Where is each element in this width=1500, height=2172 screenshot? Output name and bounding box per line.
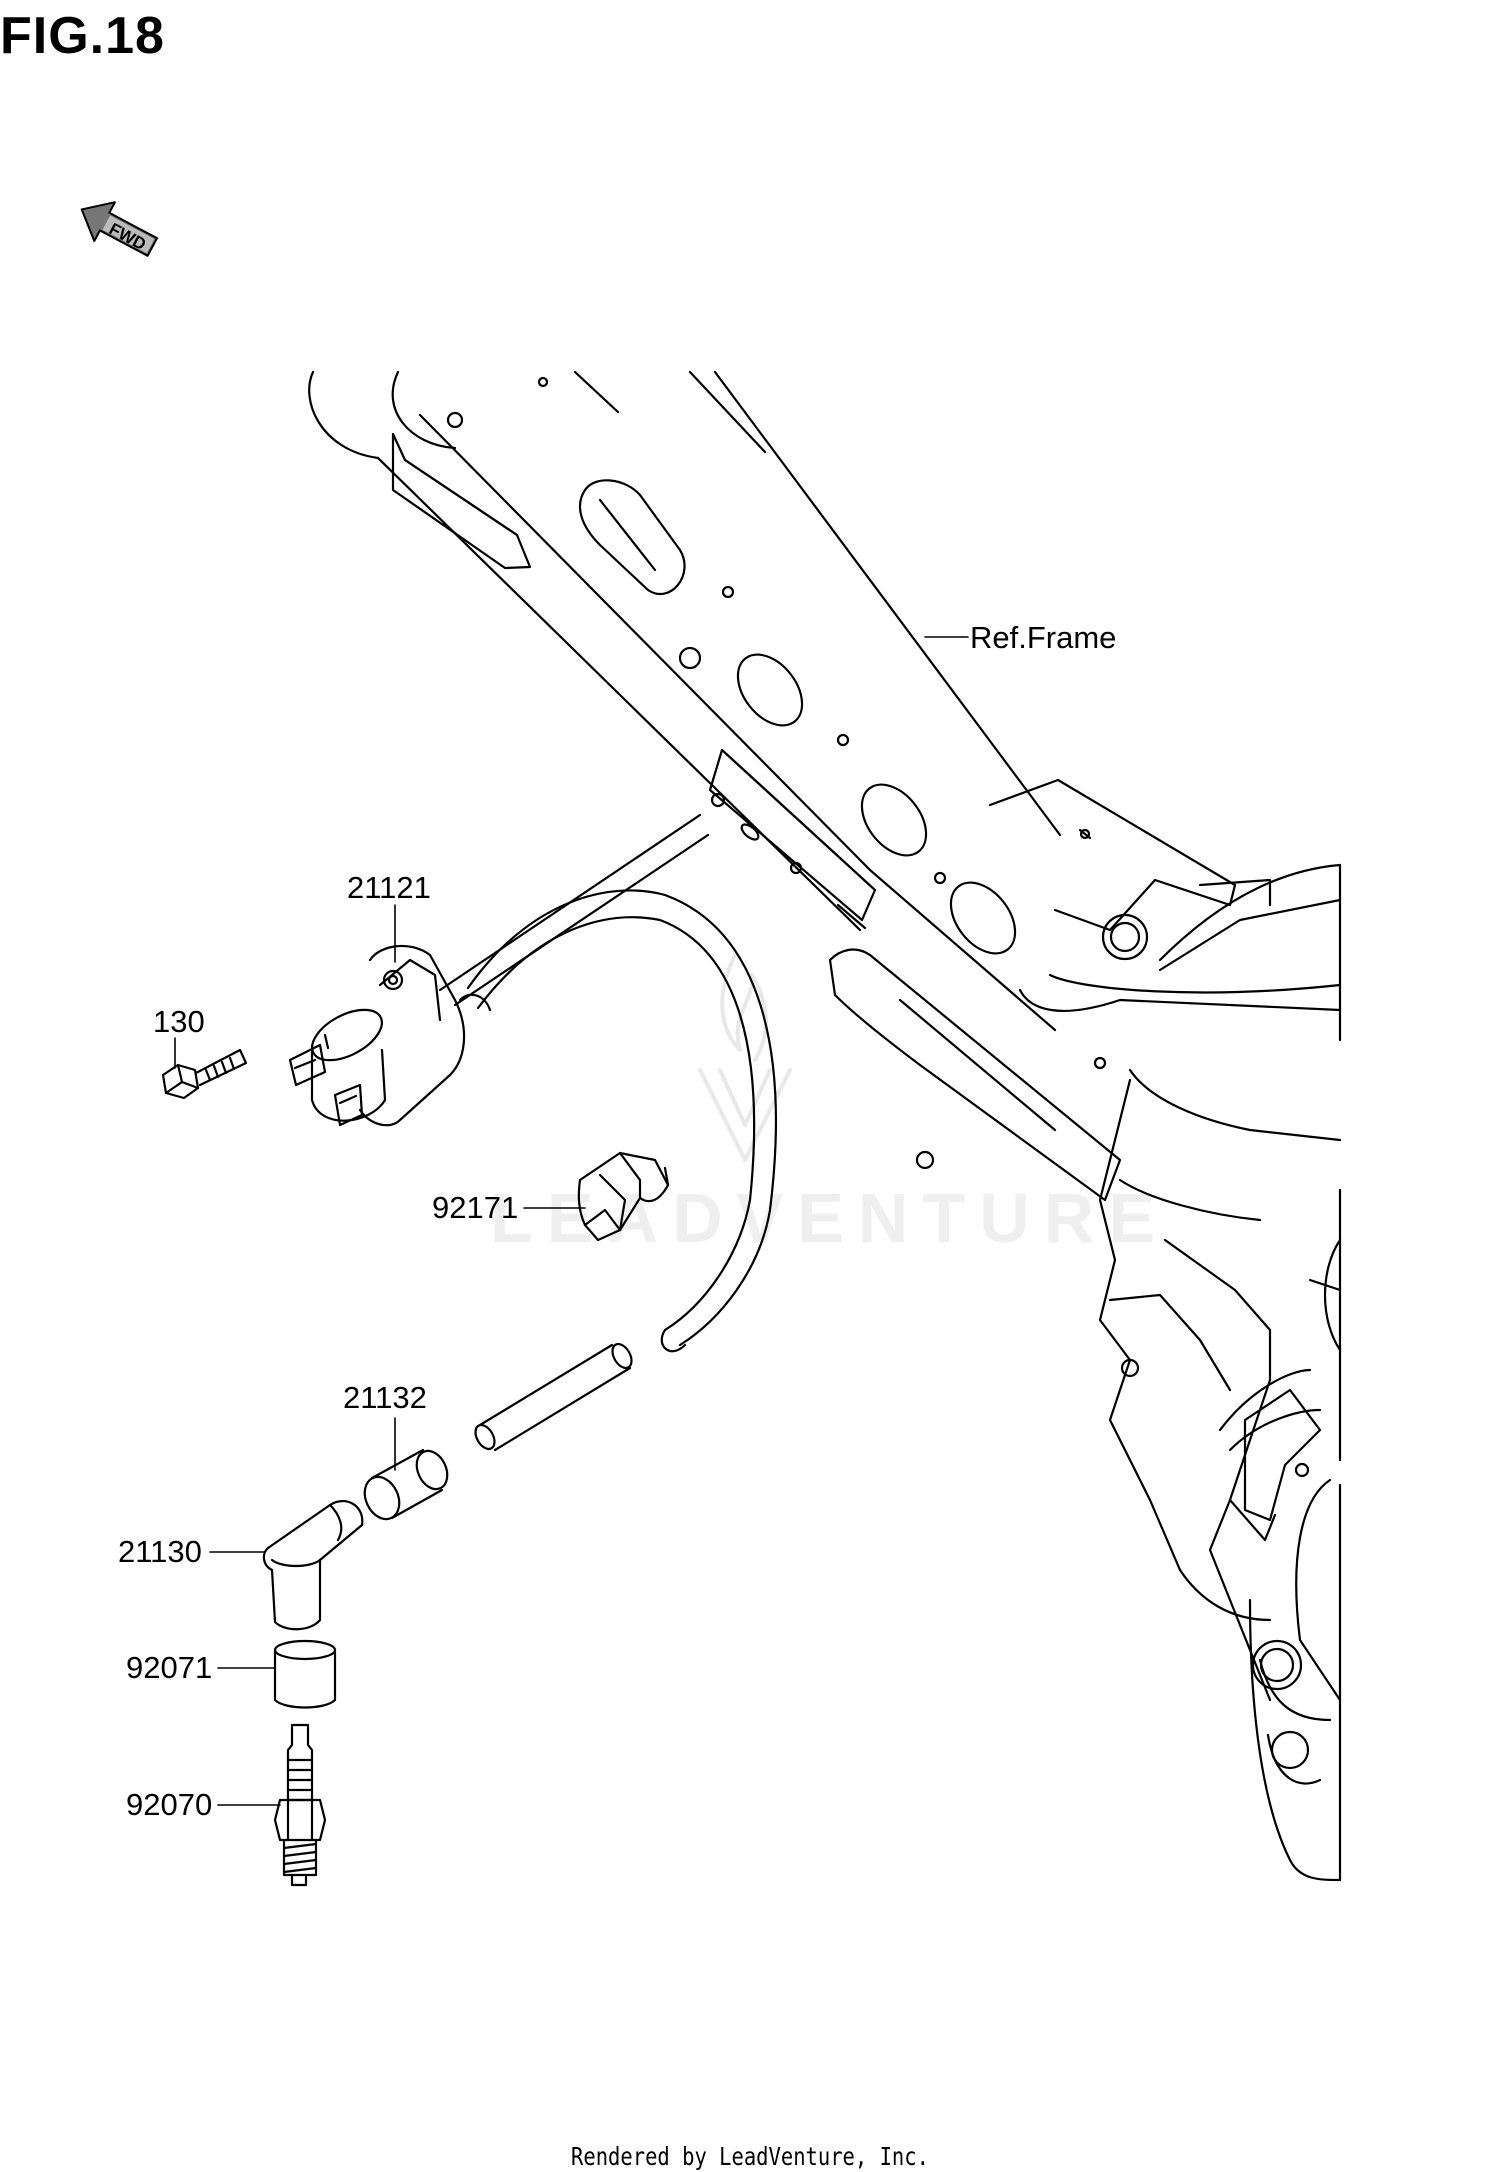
figure-title: FIG.18 (0, 7, 165, 65)
ignition-coil (288, 813, 710, 1127)
spark-plug-cap (262, 1499, 364, 1631)
front-arrow-icon: FWD (80, 201, 159, 257)
footer-credit: Rendered by LeadVenture, Inc. (571, 2142, 929, 2171)
callout-21130: 21130 (118, 1534, 202, 1569)
frame-assembly (308, 370, 1342, 1882)
callout-21121: 21121 (347, 870, 431, 905)
wire-clamp (577, 1151, 670, 1242)
callout-130: 130 (153, 1004, 205, 1039)
callout-ref-frame: Ref.Frame (970, 620, 1117, 655)
callout-92071: 92071 (126, 1650, 213, 1685)
watermark-text: LEADVENTURE (490, 1179, 1170, 1257)
callout-92070: 92070 (126, 1787, 213, 1822)
spark-plug (273, 1723, 327, 1887)
spark-plug-cover (273, 1639, 337, 1709)
callout-92171: 92171 (432, 1190, 519, 1225)
high-tension-lead (466, 889, 777, 1452)
leader-lines (174, 636, 969, 1806)
mounting-bolt (161, 1048, 248, 1100)
cap-seal (363, 1448, 449, 1521)
callout-21132: 21132 (343, 1380, 427, 1415)
